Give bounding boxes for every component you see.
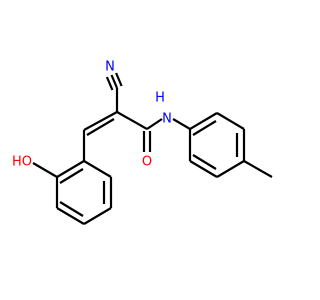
bond-methyl [243,160,273,178]
bond-c2-carbonyl [116,111,148,130]
bond-tolyl-1 [189,112,218,130]
bond-nitrile-2 [105,76,114,91]
bond-phenol-3 [56,207,85,225]
atom-h-amide: H [155,91,165,106]
atom-o-hydroxyl: HO [12,155,32,170]
bond-phenol-6 [83,160,112,178]
atom-labels: N N H O HO [12,60,172,170]
bond-c-n [146,118,163,130]
bond-phenol-1 [56,160,85,178]
bond-tolyl-5-double [192,154,217,170]
bond-n-aryl [172,118,191,130]
atom-n-amide: N [162,112,172,127]
bond-phenol-1-double [59,168,84,184]
bond-lines [32,72,273,225]
bond-phenol-3-double [59,201,84,217]
bond-tolyl-4 [216,160,245,178]
bond-tolyl-5 [189,160,218,178]
bond-c-oh [32,162,58,178]
atom-o-carbonyl: O [142,155,152,170]
bond-c2-c3-double [86,118,115,136]
bond-phenol-4 [83,207,112,225]
bond-nitrile-3 [115,72,123,87]
atom-n-nitrile: N [105,60,115,75]
bond-tolyl-1-double [192,120,217,136]
bond-tolyl-2 [216,112,245,130]
molecule-structure: N N H O HO [12,60,273,225]
bond-nitrile-1 [110,74,119,89]
bond-c2-c3 [83,111,118,131]
